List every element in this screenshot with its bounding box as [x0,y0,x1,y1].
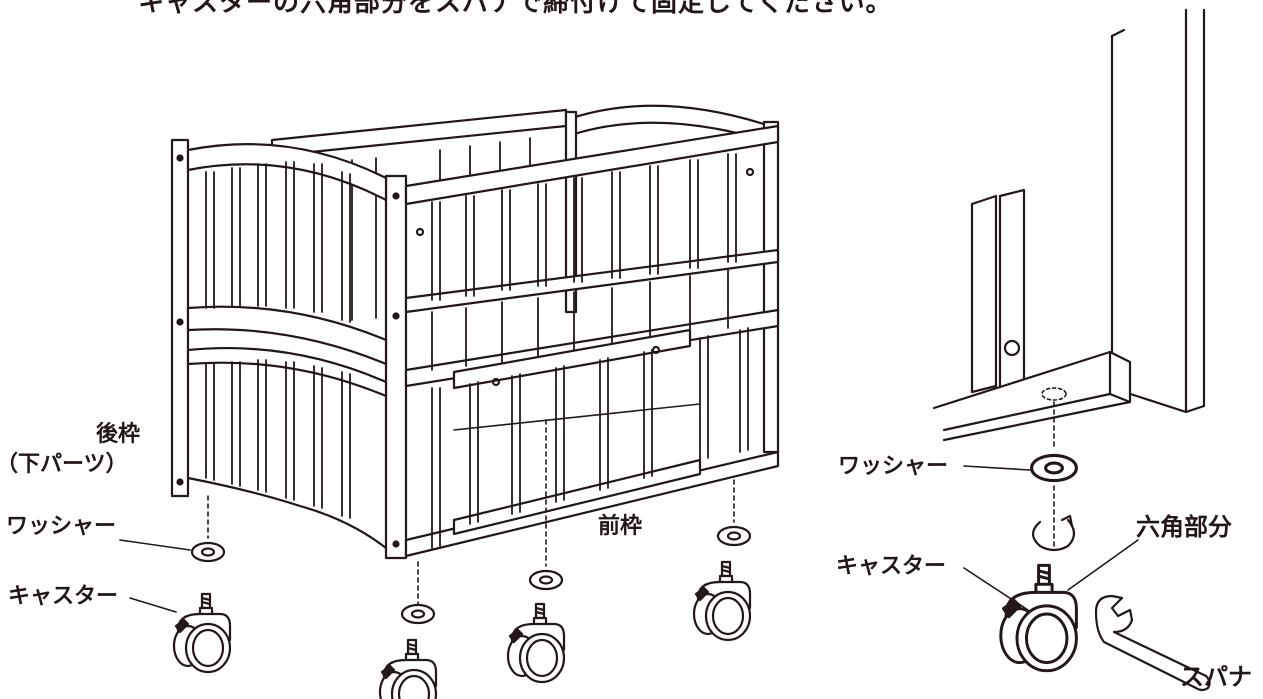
caster-label-left: キャスター [8,584,119,609]
caster-icon [172,592,232,674]
caster-icon [999,563,1078,673]
rotate-arrow-icon [1031,518,1076,552]
hex-part-label: 六角部分 [1136,513,1232,541]
washer-icon [528,569,564,591]
washer-icon [190,541,226,563]
spanner-icon [1094,594,1211,692]
spanner-label: スパナ [1180,663,1252,691]
caster-icon [378,638,438,699]
detail-view [932,8,1211,692]
rear-frame-label: 後枠 [96,422,141,447]
caster-label-right: キャスター [836,554,947,579]
washer-label-right: ワッシャー [838,454,949,479]
front-frame-label: 前枠 [598,514,643,539]
left-casters [172,419,752,699]
caster-icon [506,602,566,684]
crib-illustration [170,104,780,560]
washer-label-left: ワッシャー [6,514,117,539]
instruction-text: キャスターの六角部分をスパナで締付けて固定してください。 [138,0,893,18]
washer-icon [1030,453,1078,483]
washer-icon [716,525,752,547]
caster-icon [692,560,752,642]
rear-frame-sub-label: （下パーツ） [0,452,128,477]
washer-icon [400,603,436,625]
